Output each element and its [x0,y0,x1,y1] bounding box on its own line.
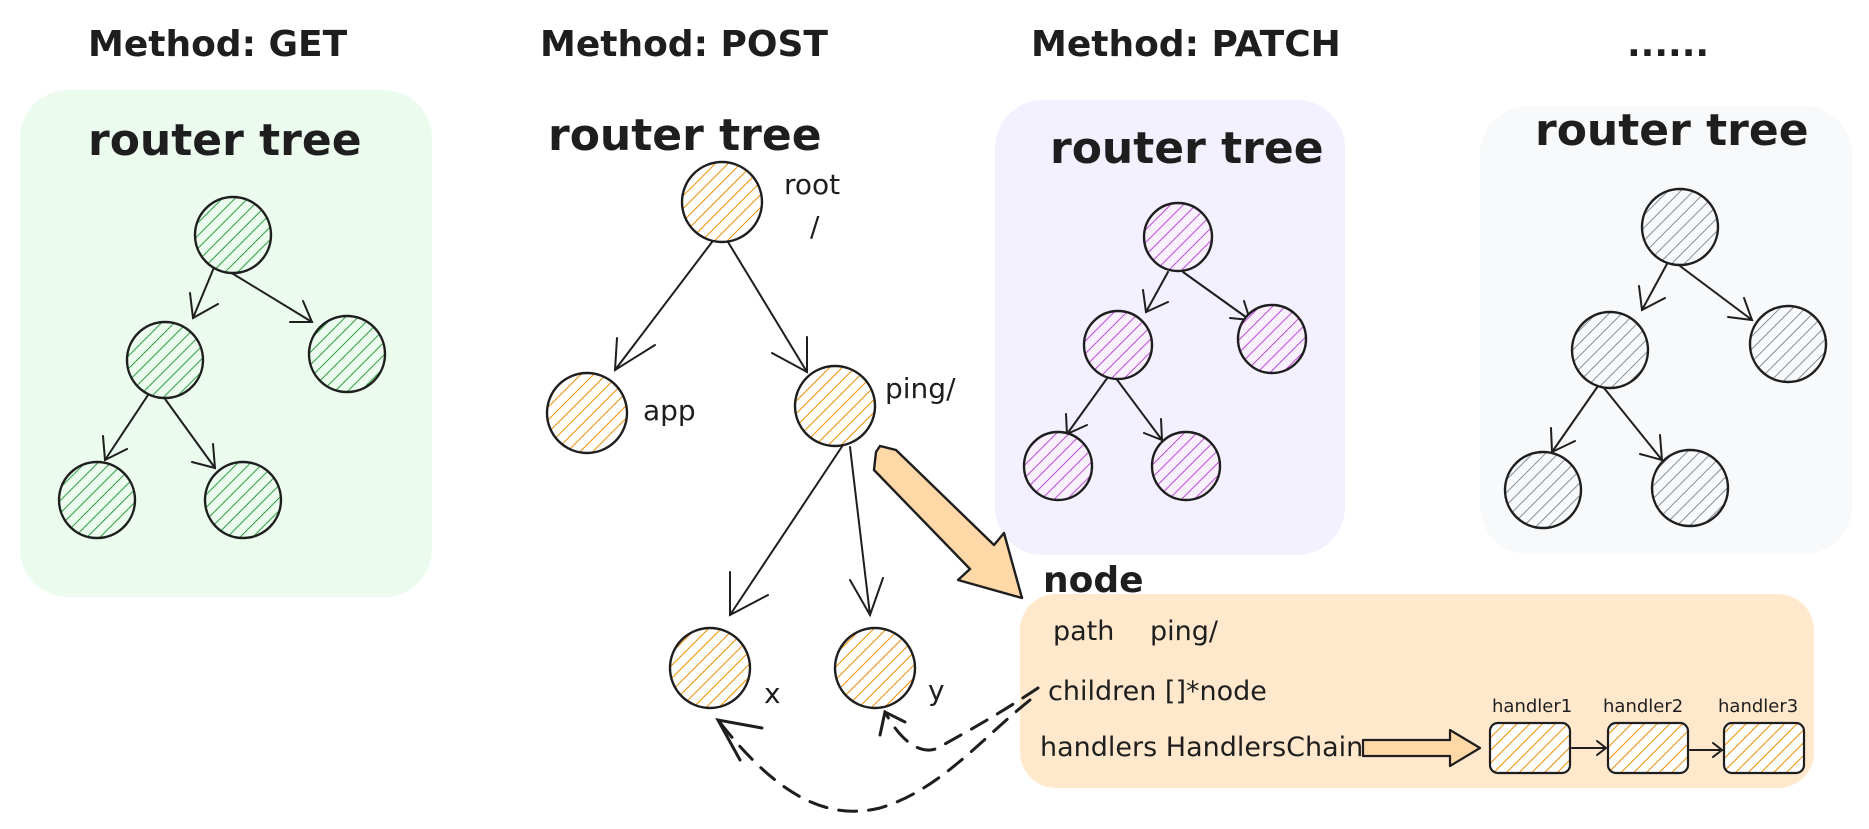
get-node-root [193,195,273,275]
handler-box-1 [1488,721,1572,775]
handler-label-1: handler1 [1492,696,1572,717]
handler-label-2: handler2 [1603,696,1683,717]
post-node-app [545,371,629,455]
post-ping-label: ping/ [885,372,956,405]
patch-node-left-right [1150,430,1222,502]
children-ref-to-x [716,698,1032,813]
get-node-left-right [203,460,283,540]
post-x-label: x [764,677,781,710]
post-tree: root / app ping/ x y [545,160,956,710]
patch-node-left-left [1022,430,1094,502]
handler-box-2 [1606,721,1690,775]
other-tree [1503,187,1828,530]
other-node-right [1748,304,1828,384]
children-ref-to-y [883,686,1040,752]
post-root-path: / [810,210,820,243]
post-root-label: root [784,168,840,201]
handler-box-3 [1722,721,1806,775]
get-node-right [307,314,387,394]
tree-title-get: router tree [88,115,362,166]
node-struct-title: node [1043,560,1144,601]
expand-arrow [872,444,1024,600]
tree-title-patch: router tree [1050,123,1324,174]
get-node-left-left [57,460,137,540]
tree-title-more: router tree [1535,105,1809,156]
handlers-chain-arrow [1361,728,1482,768]
node-path-value: ping/ [1150,616,1219,647]
method-title-get: Method: GET [88,24,348,65]
node-handlers-field: handlers HandlersChain [1040,732,1363,763]
get-node-left [125,320,205,400]
post-node-root [680,160,764,244]
children-ref-to-y-head [878,709,907,737]
post-node-ping [793,364,877,448]
post-node-x [668,626,752,710]
other-node-left [1570,310,1650,390]
method-title-post: Method: POST [540,24,828,65]
handler-label-3: handler3 [1718,696,1798,717]
other-node-root [1640,187,1720,267]
tree-title-post: router tree [548,110,822,161]
other-node-left-left [1503,450,1583,530]
post-app-label: app [643,394,696,427]
node-path-field: path [1053,616,1114,647]
children-ref-to-x-head [715,717,764,762]
patch-node-root [1142,201,1214,273]
node-children-field: children []*node [1048,676,1267,707]
get-tree [57,195,387,540]
node-struct: node path ping/ children []*node handler… [1040,560,1806,775]
method-title-patch: Method: PATCH [1031,24,1341,65]
post-y-label: y [928,674,945,707]
patch-node-right [1236,303,1308,375]
method-title-more: ...... [1627,24,1709,65]
other-node-left-right [1650,448,1730,528]
patch-node-left [1082,309,1154,381]
get-tree-panel [20,90,432,597]
patch-tree [1022,201,1308,502]
post-node-y [833,626,917,710]
